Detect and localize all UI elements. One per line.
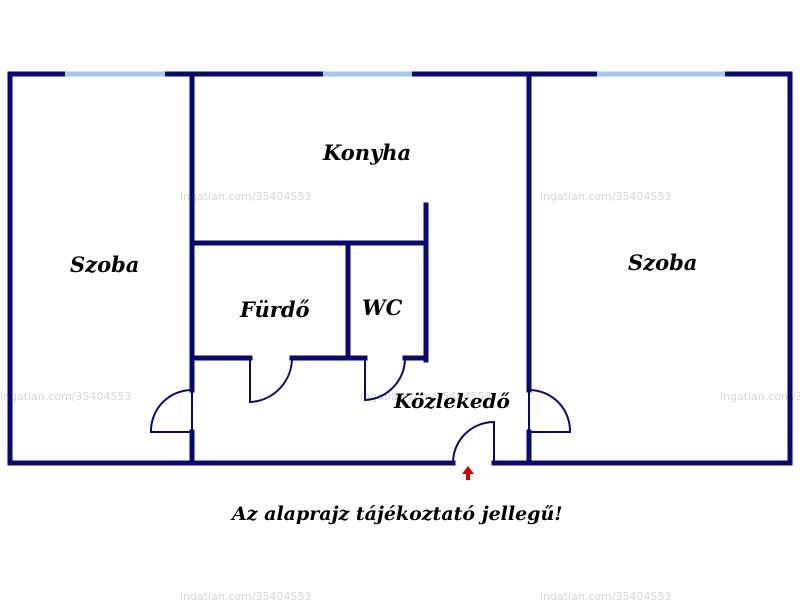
- door-wc: [364, 357, 407, 402]
- watermark-7: ingatlan.com/35404553: [540, 590, 672, 600]
- door-right-room: [528, 389, 572, 433]
- doors: [149, 357, 572, 464]
- watermark-6: ingatlan.com/35404553: [180, 590, 312, 600]
- door-left-room: [149, 389, 193, 433]
- room-label-szoba-left: Szoba: [70, 252, 139, 277]
- watermark-5: ingatlan.com/35404553: [720, 390, 800, 403]
- entrance-arrow-icon: [462, 466, 474, 480]
- room-label-kozlekedo: Közlekedő: [393, 389, 511, 413]
- room-label-wc: WC: [362, 295, 403, 320]
- watermark-4: ingatlan.com/35404553: [360, 390, 492, 403]
- disclaimer-caption: Az alaprajz tájékoztató jellegű!: [230, 503, 563, 525]
- room-label-konyha: Konyha: [322, 140, 411, 165]
- watermark-1: ingatlan.com/35404553: [180, 190, 312, 203]
- door-entrance: [452, 420, 495, 464]
- room-label-furdo: Fürdő: [239, 297, 310, 322]
- door-bathroom: [249, 357, 294, 404]
- watermarks: ingatlan.com/35404553 ingatlan.com/35404…: [0, 190, 800, 600]
- room-label-szoba-right: Szoba: [628, 250, 697, 275]
- watermark-3: ingatlan.com/35404553: [0, 390, 132, 403]
- watermark-2: ingatlan.com/35404553: [540, 190, 672, 203]
